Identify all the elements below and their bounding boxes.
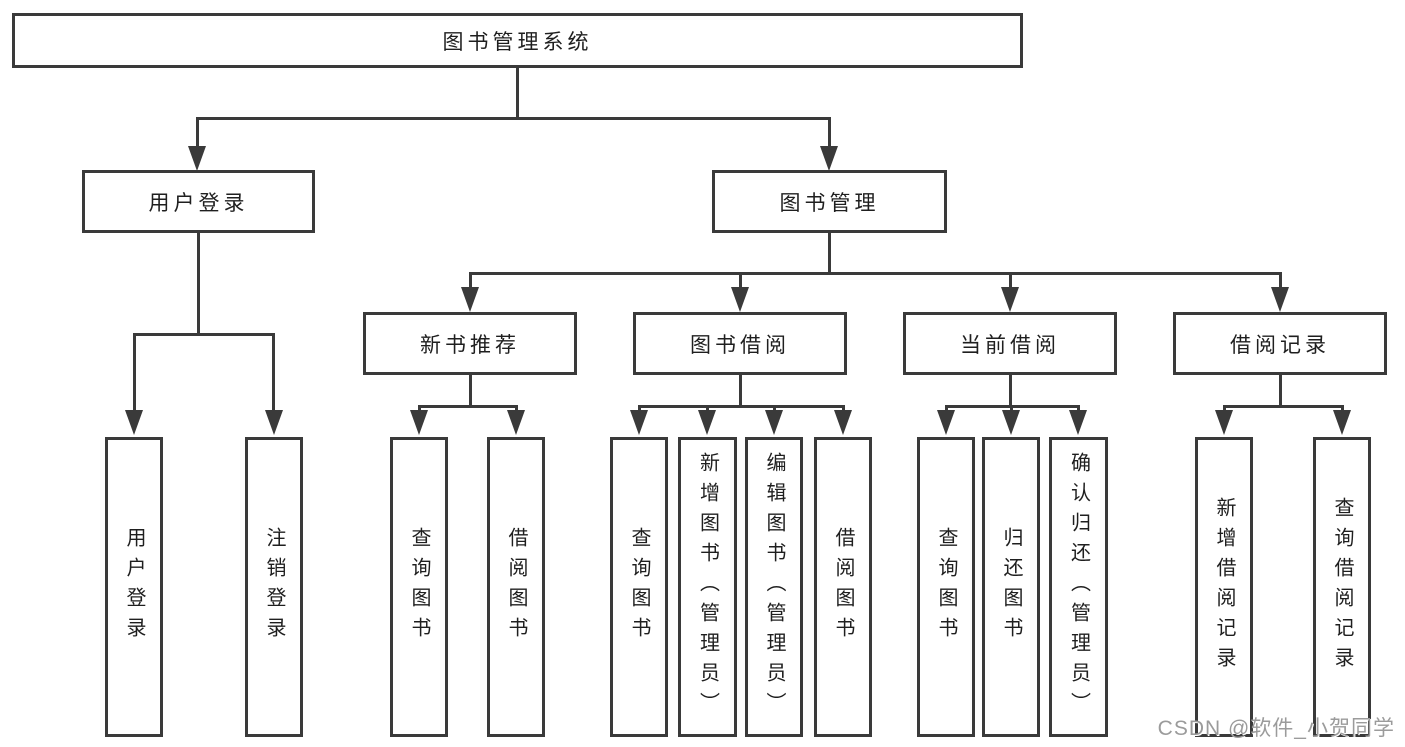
connector-line [1341, 405, 1344, 412]
node-current-borrow: 当前借阅 [903, 312, 1117, 375]
leaf-borrow-books-borrow: 借阅图书 [814, 437, 872, 737]
connector-line [828, 233, 831, 274]
leaf-borrow-books-recommend: 借阅图书 [487, 437, 545, 737]
connector-line [1279, 375, 1282, 408]
arrow-down-icon [188, 146, 206, 171]
connector-line [469, 272, 472, 289]
arrow-down-icon [125, 410, 143, 435]
connector-line [197, 233, 200, 334]
arrow-down-icon [630, 410, 648, 435]
connector-line [418, 405, 518, 408]
connector-line [418, 405, 421, 412]
connector-line [516, 68, 519, 119]
arrow-down-icon [461, 287, 479, 312]
arrow-down-icon [834, 410, 852, 435]
arrow-down-icon [1333, 410, 1351, 435]
leaf-query-borrow-record: 查询借阅记录 [1313, 437, 1371, 737]
connector-line [1223, 405, 1343, 408]
connector-line [1077, 405, 1080, 412]
connector-line [1009, 272, 1012, 289]
connector-line [1279, 272, 1282, 289]
connector-line [706, 405, 709, 412]
connector-line [196, 117, 831, 120]
node-book-management: 图书管理 [712, 170, 947, 233]
connector-line [1009, 375, 1012, 408]
leaf-return-books: 归还图书 [982, 437, 1040, 737]
watermark: CSDN @软件_小贺同学 [1157, 717, 1395, 740]
node-borrow-records: 借阅记录 [1173, 312, 1387, 375]
arrow-down-icon [937, 410, 955, 435]
connector-line [638, 405, 641, 412]
arrow-down-icon [1069, 410, 1087, 435]
leaf-add-books-admin: 新增图书（管理员） [678, 437, 737, 737]
connector-line [515, 405, 518, 412]
arrow-down-icon [698, 410, 716, 435]
connector-line [739, 375, 742, 408]
leaf-add-borrow-record: 新增借阅记录 [1195, 437, 1253, 737]
arrow-down-icon [765, 410, 783, 435]
leaf-user-login: 用户登录 [105, 437, 163, 737]
connector-line [272, 333, 275, 411]
node-user-login: 用户登录 [82, 170, 315, 233]
connector-line [1010, 405, 1013, 412]
leaf-query-books-current: 查询图书 [917, 437, 975, 737]
connector-line [469, 272, 1282, 275]
leaf-logout: 注销登录 [245, 437, 303, 737]
arrow-down-icon [820, 146, 838, 171]
arrow-down-icon [1215, 410, 1233, 435]
leaf-edit-books-admin: 编辑图书（管理员） [745, 437, 803, 737]
connector-line [469, 375, 472, 408]
connector-line [945, 405, 948, 412]
node-root: 图书管理系统 [12, 13, 1023, 68]
arrow-down-icon [265, 410, 283, 435]
node-book-borrow: 图书借阅 [633, 312, 847, 375]
connector-line [196, 117, 199, 148]
arrow-down-icon [1271, 287, 1289, 312]
connector-line [739, 272, 742, 289]
arrow-down-icon [507, 410, 525, 435]
arrow-down-icon [410, 410, 428, 435]
connector-line [773, 405, 776, 412]
connector-line [133, 333, 275, 336]
node-new-book-recommend: 新书推荐 [363, 312, 577, 375]
arrow-down-icon [1002, 410, 1020, 435]
connector-line [638, 405, 844, 408]
connector-line [842, 405, 845, 412]
connector-line [1223, 405, 1226, 412]
connector-line [828, 117, 831, 148]
arrow-down-icon [1001, 287, 1019, 312]
arrow-down-icon [731, 287, 749, 312]
leaf-confirm-return-admin: 确认归还（管理员） [1049, 437, 1108, 737]
leaf-query-books-recommend: 查询图书 [390, 437, 448, 737]
leaf-query-books-borrow: 查询图书 [610, 437, 668, 737]
connector-line [133, 333, 136, 411]
